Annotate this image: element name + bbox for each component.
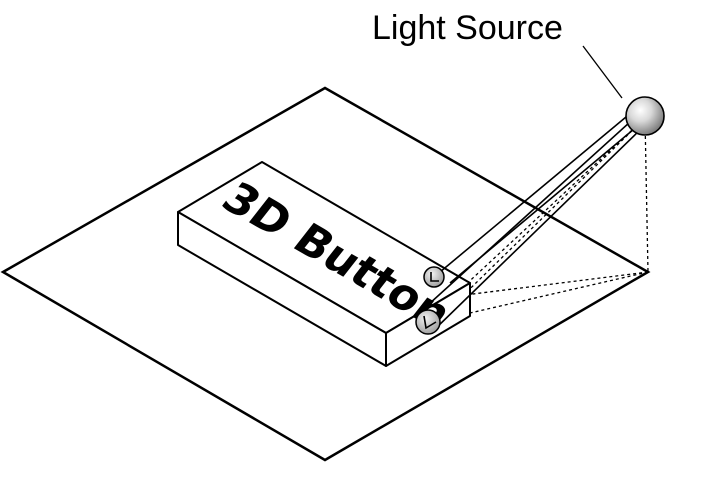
light-source-sphere — [625, 96, 665, 136]
shadow-projection-lines — [439, 117, 649, 319]
reflection-point-upper — [423, 266, 445, 288]
label-leader-line — [582, 45, 623, 99]
reflection-point-lower — [415, 309, 441, 335]
light-rays — [417, 111, 643, 331]
3d-button-box — [177, 161, 471, 367]
light-source-label: Light Source — [372, 9, 563, 47]
